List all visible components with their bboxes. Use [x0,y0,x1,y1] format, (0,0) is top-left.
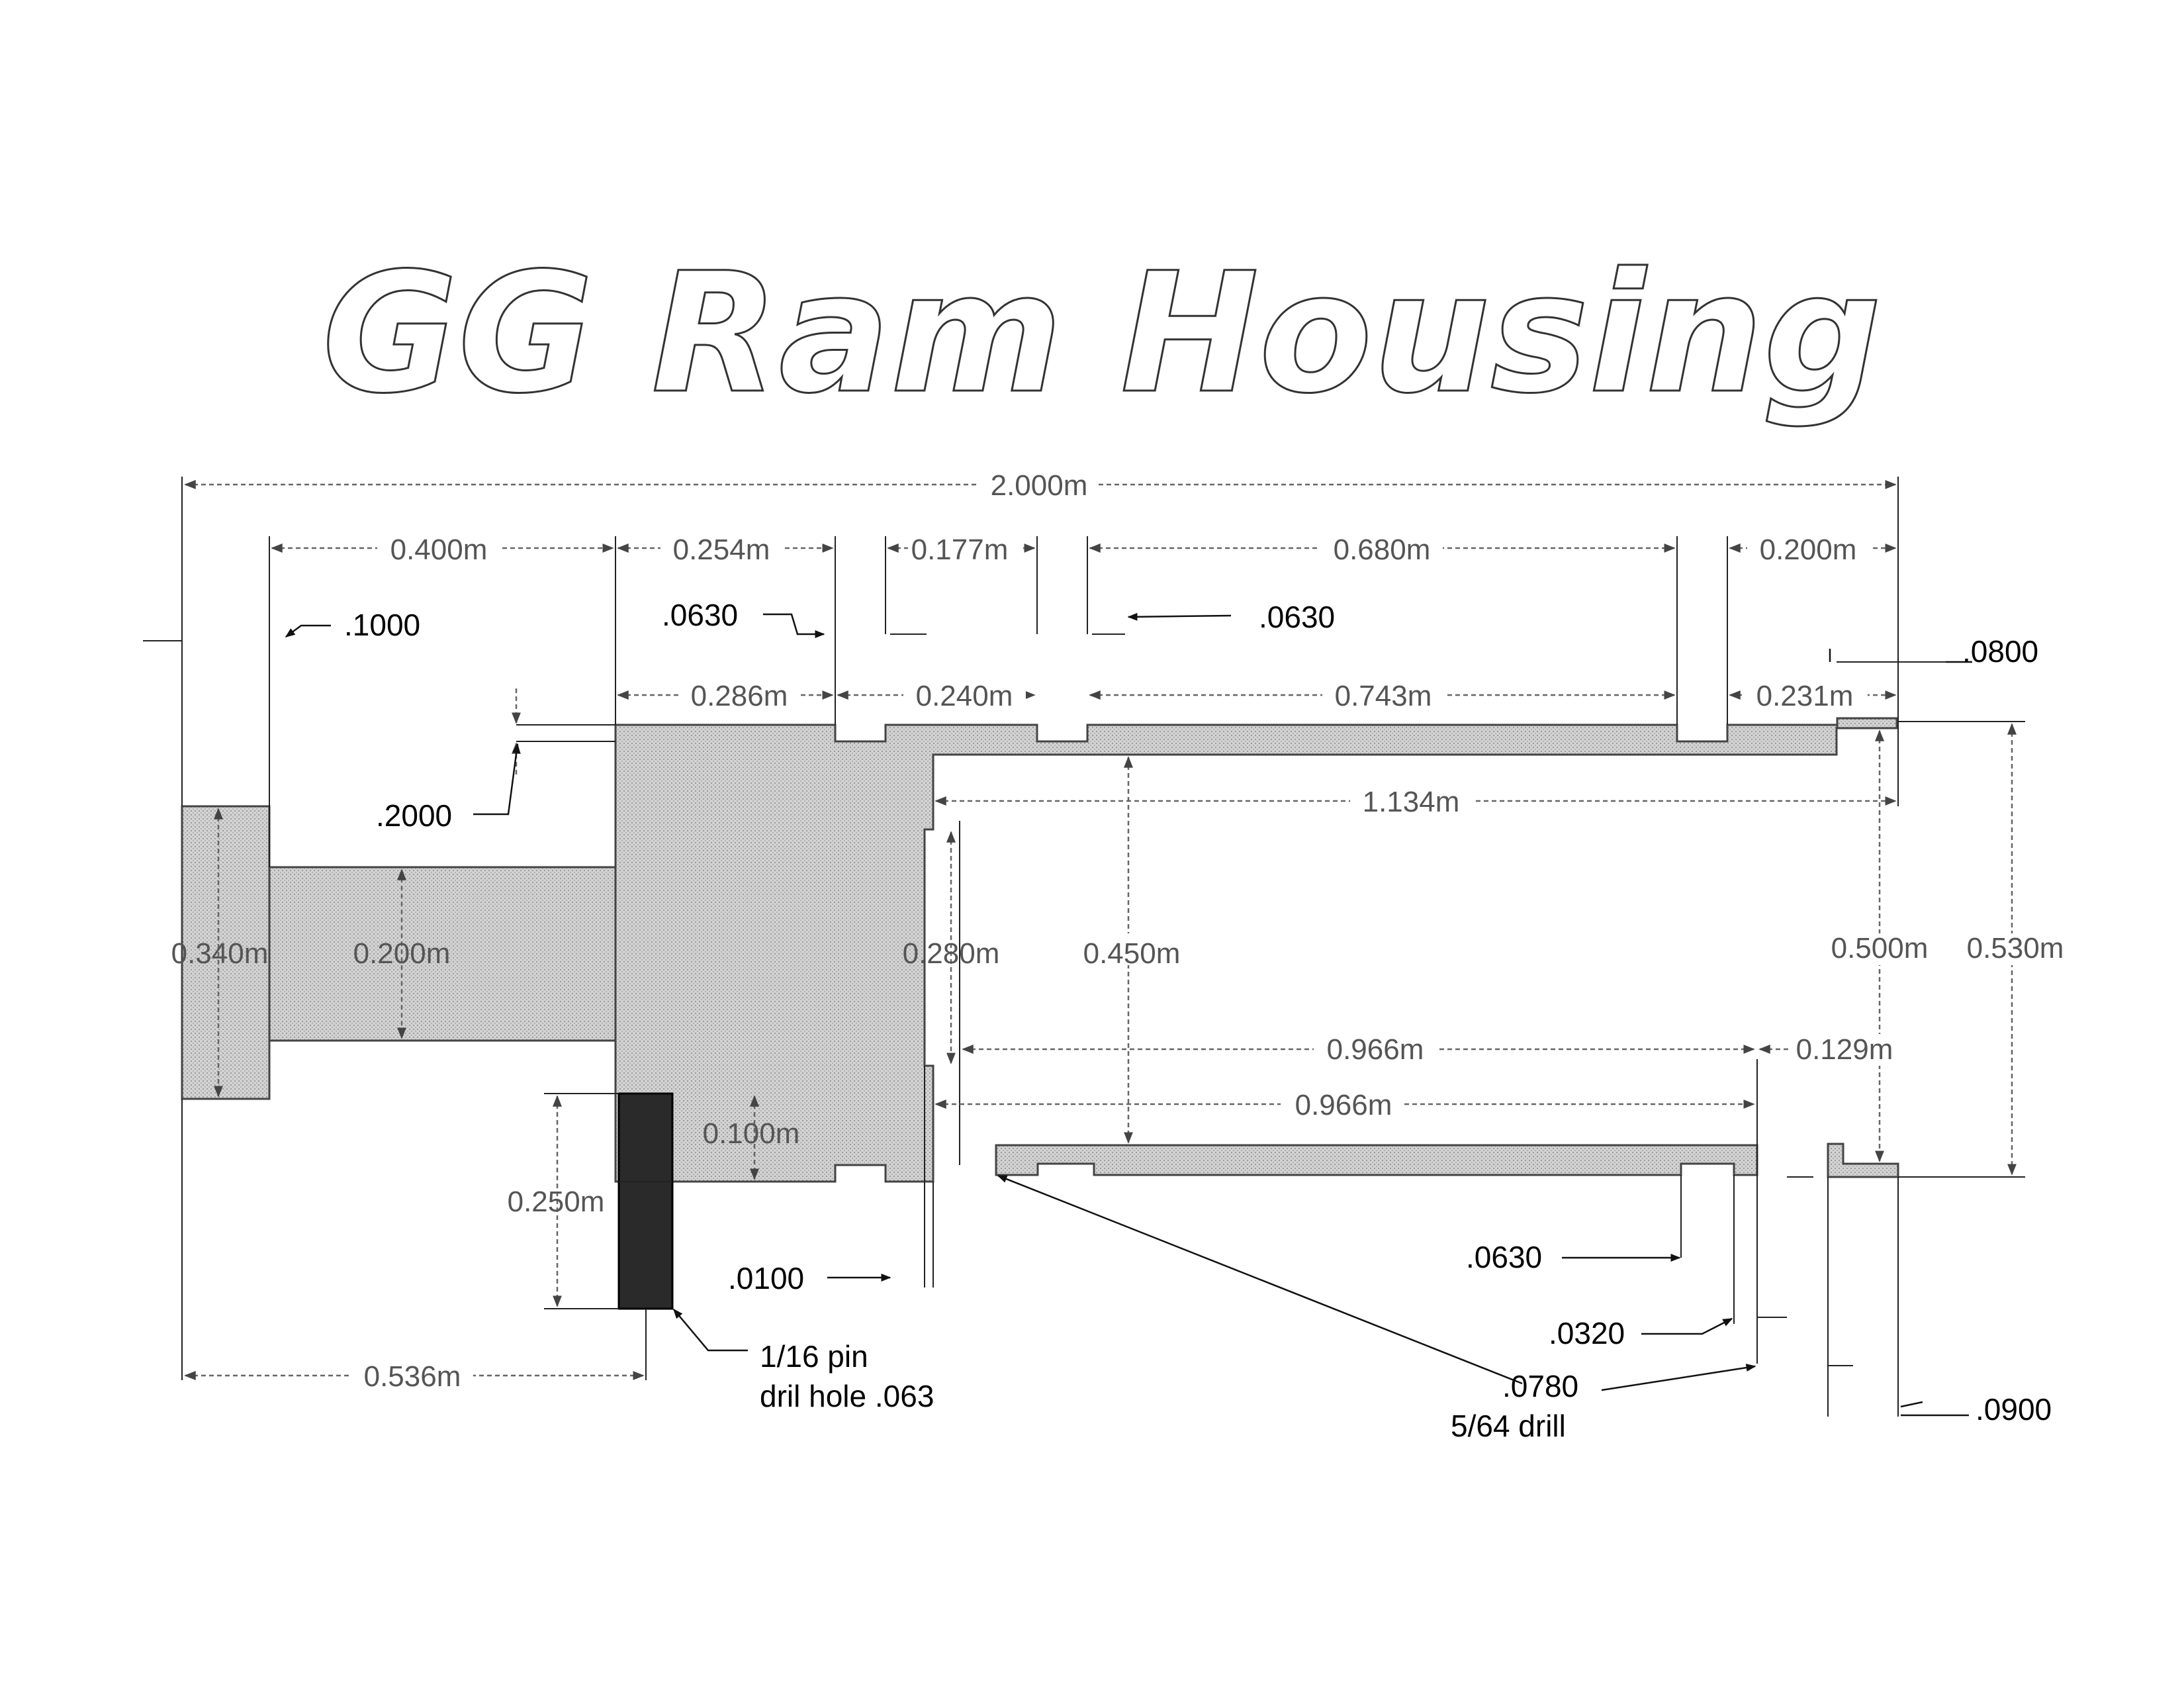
dim-top-seg3: 0.743m [1335,680,1432,712]
note-cap-0900: .0900 [1976,1392,2052,1427]
dim-top-seg2: 0.240m [916,680,1013,712]
note-pin-line2: dril hole .063 [760,1379,934,1413]
dim-bore-length: 1.134m [1363,786,1460,818]
end-lip [1836,717,1898,729]
note-drill-0780: .0780 [1502,1369,1578,1403]
note-ring-0630: .0630 [1466,1240,1542,1274]
dim-ring-length-upper: 0.966m [1327,1033,1424,1066]
dim-overall-length: 2.000m [991,469,1088,502]
label-masks [351,469,2075,1392]
dim-body-to-groove1: 0.254m [673,534,770,566]
dim-groove2-to-groove3: 0.680m [1334,534,1431,566]
callout-notes: .1000 .0630 .0630 .0800 .2000 .0100 1/16… [344,598,2052,1443]
dim-ring-length-lower: 0.966m [1295,1089,1392,1121]
note-gap-0100: .0100 [728,1261,804,1295]
note-depth-0800: .0800 [1962,634,2038,669]
note-drill-5-64: 5/64 drill [1451,1409,1566,1443]
dim-groove1-to-groove2: 0.177m [911,534,1009,566]
pin [617,1092,674,1310]
dim-flange-dia: 0.340m [171,937,269,970]
dim-top-seg4: 0.231m [1756,680,1854,712]
extension-lines [143,477,2025,1417]
dim-end-cap-length: 0.129m [1796,1033,1893,1066]
dim-step-height: 0.280m [903,937,1000,970]
drawing-title: GG Ram Housing [322,237,1882,430]
dim-pin-offset: 0.100m [703,1117,800,1150]
dim-shaft-dia: 0.200m [353,937,451,970]
note-groove-0630-right: .0630 [1259,600,1335,634]
end-cap [1827,1143,1899,1178]
lower-ring [995,1144,1758,1176]
leader-lines [285,612,1972,1417]
dim-bore-dia: 0.450m [1083,937,1181,970]
dim-pin-depth: 0.250m [508,1186,605,1218]
note-radius-2000: .2000 [376,798,452,833]
housing-body [614,717,1897,1183]
note-radius-1000: .1000 [344,608,420,642]
dimension-labels: 2.000m 0.400m 0.254m 0.177m 0.680m 0.200… [171,469,2064,1393]
shaft [268,866,617,1042]
note-groove-0630-left: .0630 [662,598,738,632]
dim-groove3-to-end: 0.200m [1760,534,1857,566]
dim-top-seg1: 0.286m [691,680,788,712]
flange [181,805,271,1100]
note-ring-0320: .0320 [1549,1316,1625,1350]
dim-inner-dia: 0.500m [1831,932,1929,964]
dim-pin-to-end: 0.536m [364,1360,461,1393]
note-pin-line1: 1/16 pin [760,1339,868,1374]
dim-flange-to-body: 0.400m [390,534,488,566]
dim-outer-dia: 0.530m [1967,932,2064,964]
